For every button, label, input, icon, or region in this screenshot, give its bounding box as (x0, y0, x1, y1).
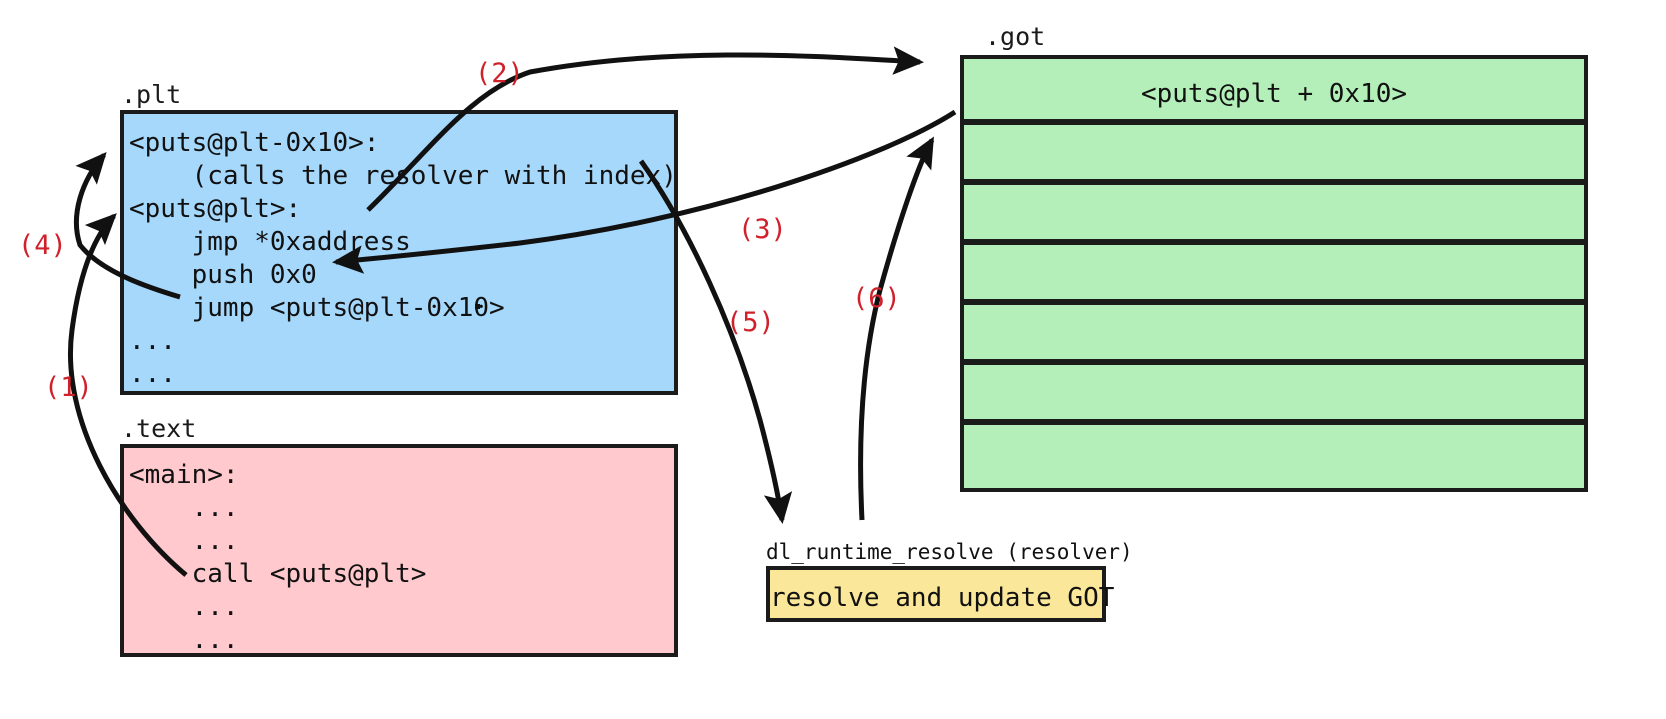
plt-code-line-5: jump <puts@plt-0x10> (129, 293, 505, 323)
plt-code-line-1: (calls the resolver with index) (129, 161, 677, 191)
text-code-line-1: ... (129, 493, 239, 523)
jump-target-dot-marker (475, 304, 480, 309)
resolver-caption: dl_runtime_resolve (resolver) (766, 540, 1133, 564)
got-row[interactable]: <puts@plt + 0x10> (960, 55, 1588, 123)
got-row[interactable] (960, 181, 1588, 243)
resolver-box[interactable]: resolve and update GOT (766, 566, 1115, 622)
step-label-6: (6) (852, 283, 901, 314)
text-code-line-5: ... (129, 625, 239, 655)
text-code-line-4: ... (129, 592, 239, 622)
got-row[interactable] (960, 301, 1588, 363)
step-label-3: (3) (738, 214, 787, 245)
got-row[interactable] (960, 421, 1588, 492)
plt-section-label: .plt (121, 80, 182, 109)
plt-code-line-2: <puts@plt>: (129, 194, 302, 224)
got-section-box: <puts@plt + 0x10> (960, 55, 1588, 492)
step-label-4: (4) (18, 230, 67, 261)
text-code-line-0: <main>: (129, 460, 239, 490)
resolver-box-label: resolve and update GOT (770, 583, 1115, 613)
got-section-label: .got (985, 22, 1046, 51)
arrow-step-6 (858, 136, 935, 521)
text-code-line-3: call <puts@plt> (129, 559, 427, 589)
plt-code-line-4: push 0x0 (129, 260, 317, 290)
step-label-1: (1) (44, 372, 93, 403)
text-code-line-2: ... (129, 526, 239, 556)
text-section-box: <main>: ... ... call <puts@plt> ... ... (120, 444, 678, 657)
got-row[interactable] (960, 361, 1588, 423)
plt-section-box: <puts@plt-0x10>: (calls the resolver wit… (120, 110, 678, 395)
plt-code-line-6: ... (129, 326, 176, 356)
plt-code-line-7: ... (129, 359, 176, 389)
step-label-5: (5) (726, 307, 775, 338)
got-row[interactable] (960, 241, 1588, 303)
got-row-label: <puts@plt + 0x10> (1140, 79, 1408, 109)
got-row[interactable] (960, 121, 1588, 183)
step-label-2: (2) (475, 58, 524, 89)
plt-code-line-0: <puts@plt-0x10>: (129, 128, 380, 158)
plt-code-line-3: jmp *0xaddress (129, 227, 411, 257)
text-section-label: .text (121, 414, 197, 443)
